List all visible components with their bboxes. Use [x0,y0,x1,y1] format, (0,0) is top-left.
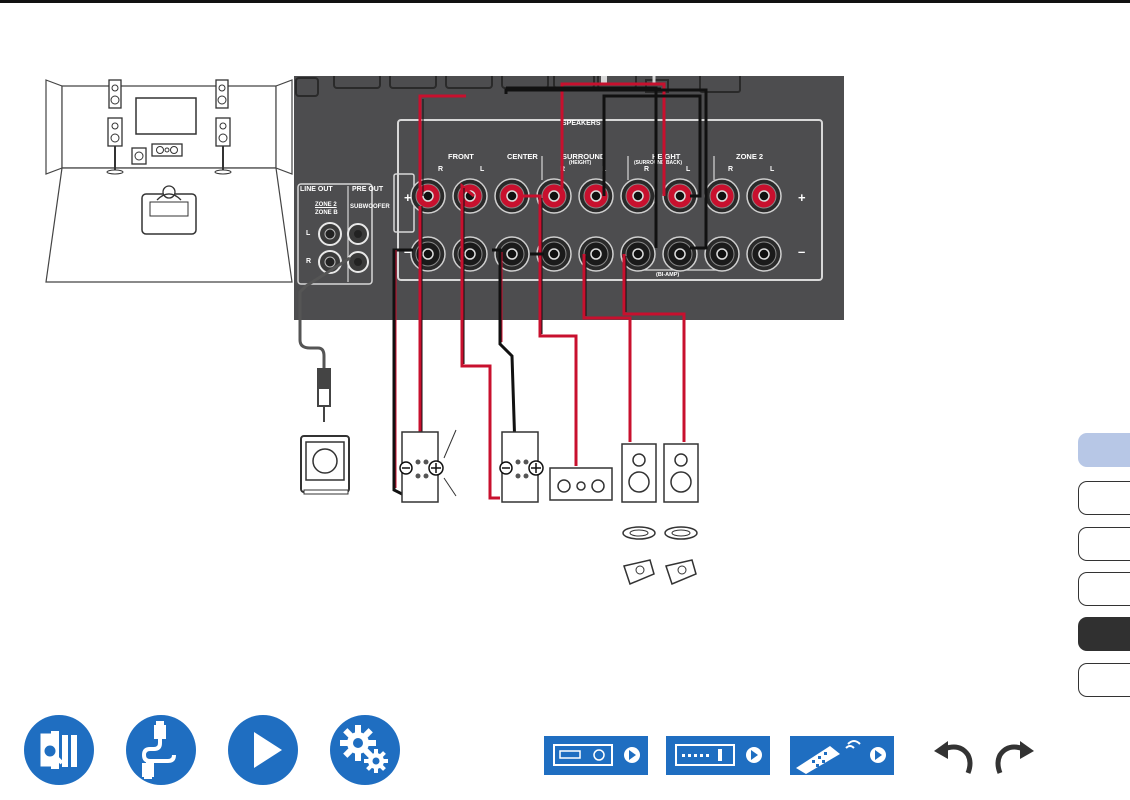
speaker-terminal-hole-minus-2 [464,248,476,260]
plus-right-label: + [798,190,806,205]
speaker-terminal-hole-plus-9 [758,190,770,202]
back-arrow-icon [934,741,973,774]
rear-panel-button[interactable] [666,736,770,775]
zone2-r-label: R [728,166,734,173]
speaker-terminal-hole-plus-5 [590,190,602,202]
speaker-terminal-hole-minus-6 [632,248,644,260]
room-layout-illustration [44,76,294,288]
zoneb-label: ZONE B [315,210,338,216]
setup-button[interactable] [330,715,400,785]
subwoofer-label: SUBWOOFER [350,204,390,210]
speaker-terminal-hole-minus-1 [422,248,434,260]
side-tab-6[interactable] [1078,663,1130,697]
speaker-terminal-hole-plus-4 [548,190,560,202]
front-panel-button[interactable] [544,736,648,775]
plus-left-label: + [404,190,412,205]
playback-button[interactable] [228,715,298,785]
minus-right-label: – [798,244,806,259]
front-label: FRONT [448,152,474,161]
back-button[interactable] [930,733,974,777]
speaker-terminal-hole-minus-4 [548,248,560,260]
forward-arrow-icon [995,741,1034,774]
line-out-label: LINE OUT [300,186,333,193]
speaker-terminal-hole-minus-8 [716,248,728,260]
remote-control-icon [796,740,886,774]
center-label: CENTER [507,152,538,161]
height-surround-back-label: (SURROUND BACK) [634,160,683,166]
settings-gears-icon [340,725,388,773]
zone2-speakers-label: ZONE 2 [736,152,764,161]
minus-left-label: – [404,244,412,259]
speaker-terminal-hole-plus-7 [674,190,686,202]
speaker-terminal-hole-plus-8 [716,190,728,202]
rca-l-label: L [306,230,311,237]
manual-book-button[interactable] [24,715,94,785]
speaker-terminal-hole-plus-1 [422,190,434,202]
side-tab-2[interactable] [1078,481,1130,515]
front-panel-icon [553,744,640,766]
speaker-terminal-hole-minus-9 [758,248,770,260]
side-tab-1[interactable] [1078,433,1130,467]
speaker-terminal-hole-plus-3 [506,190,518,202]
height-r-label: R [644,166,650,173]
connection-button[interactable] [126,715,196,785]
rca-r-label: R [306,258,312,265]
rear-panel: SPEAKERS LINE OUT PRE OUT ZONE 2 ZONE B … [294,76,844,320]
speakers-heading: SPEAKERS [562,120,601,127]
pre-out-label: PRE OUT [352,186,384,193]
forward-button[interactable] [994,733,1038,777]
side-tab-3[interactable] [1078,527,1130,561]
side-tab-5[interactable] [1078,617,1130,651]
bi-amp-label: (BI-AMP) [656,272,680,278]
side-tab-4[interactable] [1078,572,1130,606]
cable-connection-icon [141,721,176,779]
speaker-terminal-hole-plus-2 [464,190,476,202]
top-rule [0,0,1130,3]
front-l-label: L [480,166,485,173]
speaker-terminal-hole-plus-6 [632,190,644,202]
manual-book-icon [39,731,77,769]
zone2-l-label: L [770,166,775,173]
front-r-label: R [438,166,444,173]
height-l-label: L [686,166,691,173]
speaker-terminal-hole-minus-5 [590,248,602,260]
rear-panel-icon [675,744,762,766]
surround-r-label: R [560,166,566,173]
speaker-terminal-hole-minus-3 [506,248,518,260]
play-icon [254,732,282,768]
surround-height-label: (HEIGHT) [569,160,592,166]
zone2-label: ZONE 2 [315,202,337,208]
remote-control-button[interactable] [790,736,894,775]
speaker-terminal-hole-minus-7 [674,248,686,260]
surround-l-label: L [602,166,607,173]
